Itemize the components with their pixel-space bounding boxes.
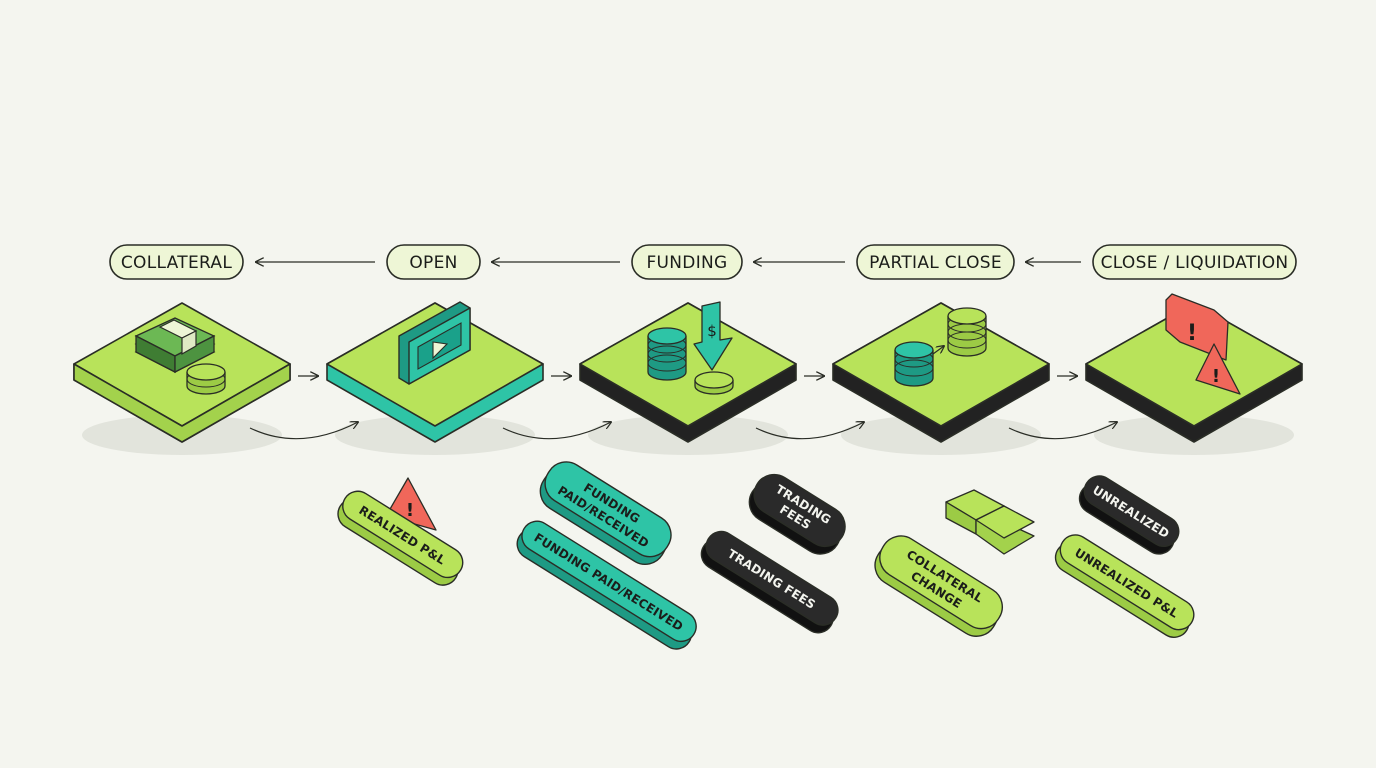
stage-pill-open: OPEN — [386, 244, 481, 280]
stage-pill-partial-close: PARTIAL CLOSE — [856, 244, 1015, 280]
stage-label-collateral: COLLATERAL — [121, 253, 232, 273]
platform-curved-arrows — [249, 422, 1117, 440]
stage-label-funding: FUNDING — [646, 253, 727, 273]
stage-label-open: OPEN — [409, 253, 457, 273]
platform-close-liquidation: ! ! — [1085, 293, 1303, 455]
platform-partial-close — [832, 302, 1050, 455]
tag-unrealized: UNREALIZED — [1078, 475, 1180, 555]
play-screen-icon — [398, 301, 471, 385]
small-up-arrow-icon — [932, 346, 944, 355]
svg-text:$: $ — [707, 322, 717, 340]
tag-trading-fees-a: TRADING FEES — [748, 473, 846, 555]
stage-label-partial-close: PARTIAL CLOSE — [869, 253, 1002, 273]
platform-collateral — [73, 302, 291, 455]
lime-coin-stack-icon — [947, 307, 987, 357]
stage-pill-collateral: COLLATERAL — [109, 244, 244, 280]
stage-pill-funding: FUNDING — [631, 244, 743, 280]
cash-stack-icon — [134, 317, 216, 374]
svg-text:!: ! — [1212, 366, 1220, 387]
svg-text:!: ! — [406, 500, 414, 521]
lime-coin-icon — [694, 371, 734, 395]
platform-open — [326, 301, 544, 455]
coin-stack-icon — [186, 363, 226, 395]
stage-pill-close-liquidation: CLOSE / LIQUIDATION — [1092, 244, 1297, 280]
platform-funding: $ — [579, 301, 797, 455]
svg-text:!: ! — [1187, 321, 1197, 346]
tag-realized-pl: ! REALIZED P&L — [337, 477, 464, 586]
stage-label-close-liquidation: CLOSE / LIQUIDATION — [1101, 253, 1289, 273]
warning-icon: ! ! — [1165, 293, 1241, 395]
tag-collateral-change: COLLATERAL CHANGE — [874, 535, 1003, 637]
tag-unrealized-pl: UNREALIZED P&L — [1054, 534, 1195, 638]
teal-coin-stack-icon — [647, 327, 687, 381]
dollar-arrow-icon: $ — [693, 301, 733, 371]
teal-coin-stack-icon — [894, 341, 934, 387]
tag-funding-paid-received-a: FUNDING PAID/RECEIVED — [539, 461, 672, 565]
block-icon — [945, 489, 1035, 555]
